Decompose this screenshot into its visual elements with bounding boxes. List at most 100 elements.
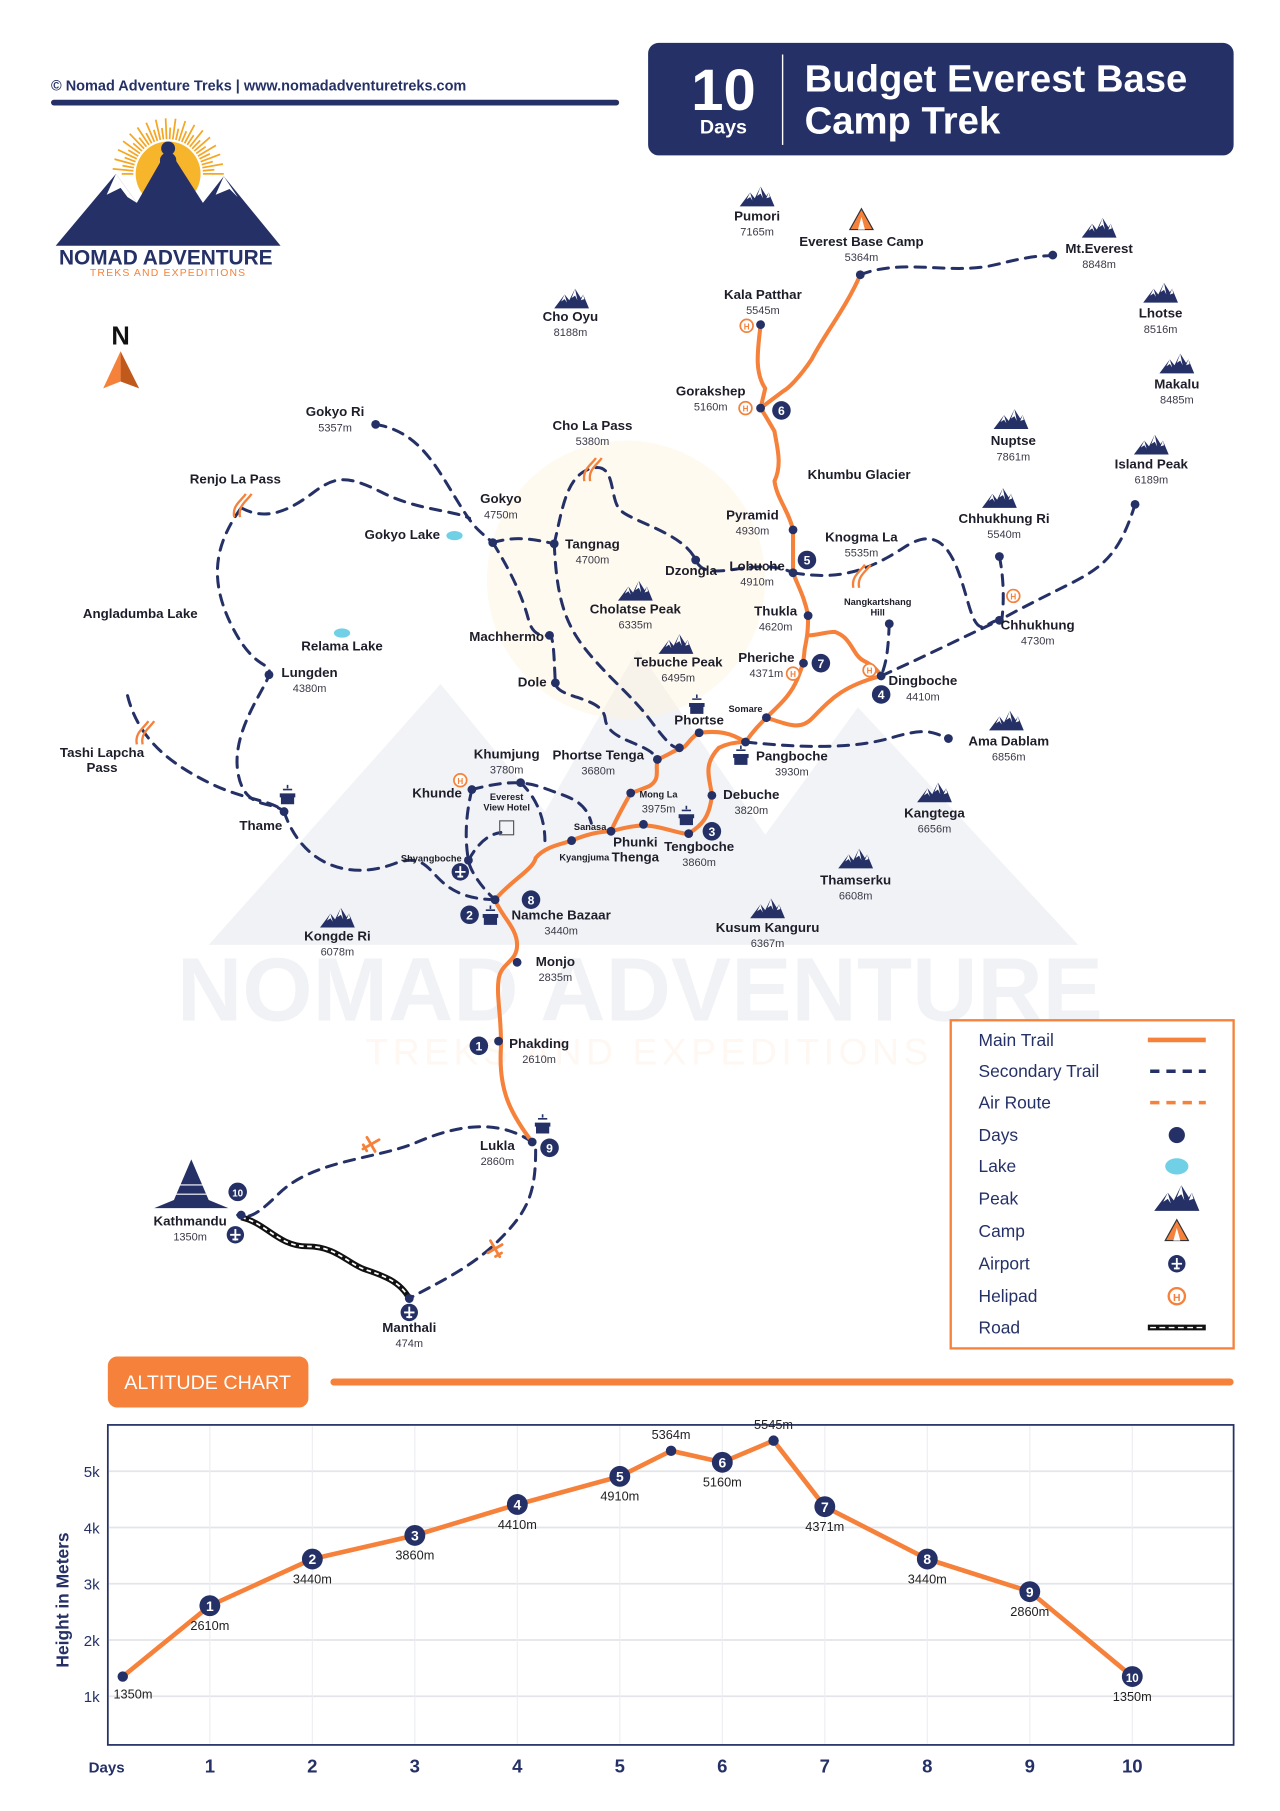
place-label: Khunde xyxy=(412,786,462,801)
waypoint-dot xyxy=(545,630,554,640)
place-name: Island Peak xyxy=(1115,456,1189,471)
place-name: Phortse Tenga xyxy=(552,747,644,762)
camp-tent-icon xyxy=(848,207,875,231)
peak-icon xyxy=(917,782,952,803)
place-name: Thamserku xyxy=(820,873,891,888)
peak-icon xyxy=(1081,217,1117,238)
y-axis-label: Height in Meters xyxy=(52,1532,72,1667)
airport-icon xyxy=(400,1303,418,1322)
trek-title-line1: Budget Everest Base xyxy=(805,58,1188,101)
day-marker: 6 xyxy=(772,401,791,420)
altitude-value-label: 3440m xyxy=(293,1571,332,1586)
place-name: Phakding xyxy=(509,1036,569,1051)
mountain-pass-icon xyxy=(232,493,253,518)
place-name: Lobuche xyxy=(729,558,785,573)
waypoint-dot xyxy=(788,525,798,535)
svg-text:H: H xyxy=(743,405,749,414)
place-name: Sanasa xyxy=(574,822,607,832)
airport-icon xyxy=(226,1226,245,1244)
camp-tent-icon xyxy=(1164,1218,1190,1242)
place-name: Gokyo xyxy=(480,491,521,506)
peak-icon xyxy=(1133,434,1169,455)
days-number: 10 xyxy=(691,59,755,123)
place-elevation: 6608m xyxy=(839,891,873,903)
waypoint-dot xyxy=(639,819,648,829)
place-elevation: 6856m xyxy=(992,752,1026,764)
waypoint-dot xyxy=(788,568,798,578)
place-elevation: 8848m xyxy=(1082,259,1116,271)
legend-item: Air Route xyxy=(979,1092,1206,1112)
day-marker xyxy=(506,1494,528,1515)
day-number: 10 xyxy=(232,1189,243,1200)
day-dot-icon xyxy=(1168,1126,1185,1144)
peak-icon xyxy=(988,710,1024,731)
place-label: Thame xyxy=(239,818,282,833)
place-label: Angladumba Lake xyxy=(83,606,198,621)
place-label: Dzongla xyxy=(665,563,717,578)
svg-text:H: H xyxy=(867,667,873,676)
place-elevation: 4380m xyxy=(293,683,327,695)
legend-label: Lake xyxy=(979,1156,1017,1176)
place-name: Gokyo Lake xyxy=(365,527,441,542)
legend-label: Air Route xyxy=(979,1092,1051,1112)
day-number: 5 xyxy=(804,554,811,568)
x-tick-label: 4 xyxy=(512,1756,523,1777)
svg-text:H: H xyxy=(1010,592,1016,601)
north-arrow: N xyxy=(103,322,140,389)
y-tick-label: 4k xyxy=(84,1520,100,1537)
legend-label: Peak xyxy=(979,1189,1019,1209)
x-tick-label: 10 xyxy=(1122,1756,1143,1777)
hotel-icon xyxy=(499,820,515,836)
place-elevation: 6078m xyxy=(321,946,355,958)
place-name: Cho Oyu xyxy=(543,309,599,324)
secondary-trails xyxy=(126,253,1137,1301)
waypoint-dot xyxy=(464,855,473,865)
day-marker xyxy=(1019,1581,1041,1603)
day-marker xyxy=(609,1465,631,1487)
day-number: 3 xyxy=(709,825,716,839)
helipad-icon: H xyxy=(739,318,754,334)
altitude-value-label: 5545m xyxy=(754,1417,793,1432)
altitude-value-label: 1350m xyxy=(1113,1689,1152,1704)
waypoint-dot xyxy=(1130,499,1140,509)
x-tick-label: 7 xyxy=(820,1756,830,1777)
day-number: 2 xyxy=(466,908,473,922)
place-name: Everest Base Camp xyxy=(799,234,923,249)
waypoint-dot xyxy=(404,1294,414,1303)
place-name: Cho La Pass xyxy=(552,418,632,433)
place-name: Kangtega xyxy=(904,805,965,820)
watermark-tagline: TREKS AND EXPEDITIONS xyxy=(366,1030,933,1072)
place-elevation: 5545m xyxy=(746,305,780,317)
waypoint-dot xyxy=(550,678,560,688)
peak-icon xyxy=(750,898,785,919)
altitude-value-label: 2610m xyxy=(190,1618,229,1633)
place-elevation: 5540m xyxy=(987,529,1021,541)
x-tick-label: 9 xyxy=(1025,1756,1035,1777)
waypoint-dot xyxy=(799,658,808,668)
place-name: Angladumba Lake xyxy=(83,606,198,621)
place-elevation: 2835m xyxy=(539,972,573,984)
place-name: Renjo La Pass xyxy=(190,471,281,486)
place-name: Cholatse Peak xyxy=(590,601,682,616)
day-number: 6 xyxy=(718,1455,726,1471)
legend-item: Lake xyxy=(979,1156,1189,1176)
peak-icon xyxy=(993,409,1029,429)
